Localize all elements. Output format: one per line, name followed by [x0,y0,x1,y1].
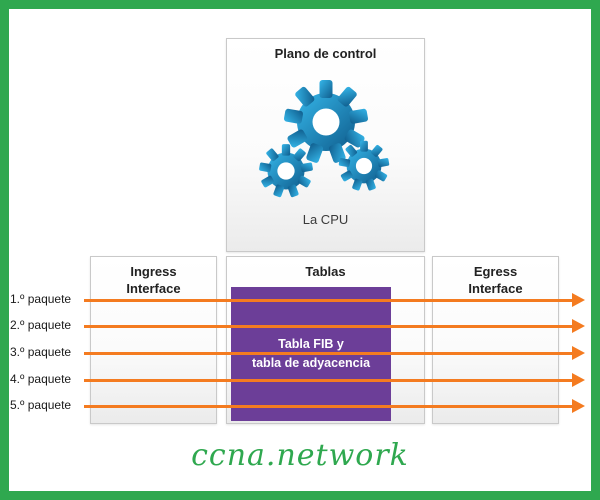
ingress-interface-box: Ingress Interface [90,256,217,424]
fib-table-block: Tabla FIB y tabla de adyacencia [231,287,391,421]
packet-arrow-2 [84,319,585,333]
packet-arrow-4 [84,373,585,387]
egress-interface-title: Egress Interface [433,257,558,297]
egress-title-line1: Egress [473,264,518,279]
fib-label-line2: tabla de adyacencia [251,356,371,370]
packet-arrow-5 [84,399,585,413]
packet-label-3: 3.º paquete [10,345,72,359]
egress-interface-box: Egress Interface [432,256,559,424]
egress-title-line2: Interface [468,281,523,296]
control-plane-title: Plano de control [274,46,377,61]
watermark-text: ccna.network [191,438,409,473]
packet-arrow-1 [84,293,585,307]
packet-label-1: 1.º paquete [10,292,72,306]
ingress-title-line2: Interface [126,281,181,296]
cpu-label: La CPU [302,212,349,227]
fib-label-line1: Tabla FIB y [278,337,344,351]
packet-label-5: 5.º paquete [10,398,72,412]
packet-label-2: 2.º paquete [10,318,72,332]
ingress-title-line1: Ingress [130,264,177,279]
ingress-interface-title: Ingress Interface [91,257,216,297]
tables-title: Tablas [305,264,346,279]
control-plane-box: Plano de control [226,38,425,252]
fib-table-label: Tabla FIB y tabla de adyacencia [252,335,370,373]
gears-icon [258,80,390,198]
packet-arrow-3 [84,346,585,360]
packet-label-4: 4.º paquete [10,372,72,386]
